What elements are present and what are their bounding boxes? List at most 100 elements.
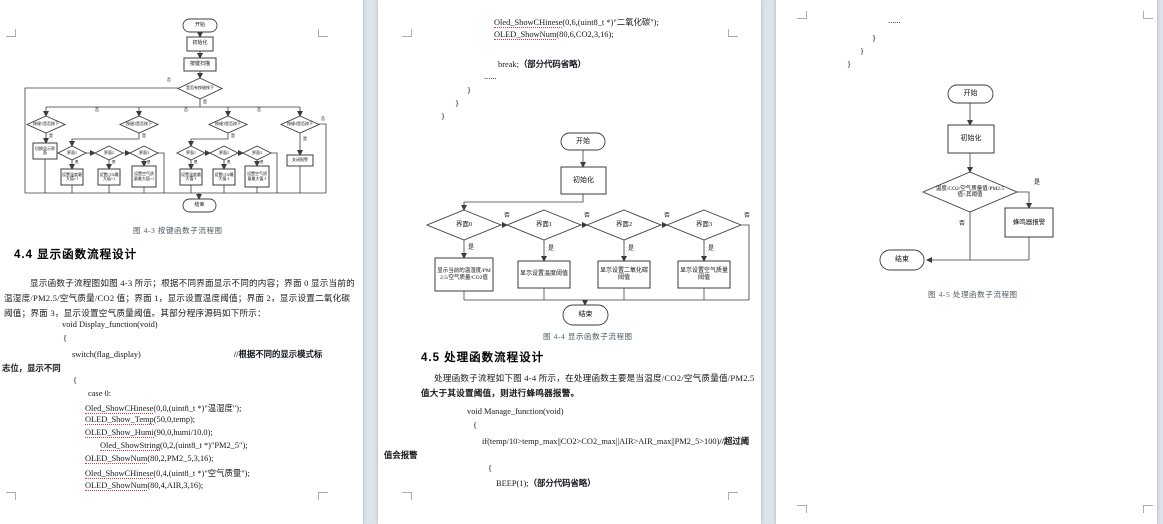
flow-branch-label: 否 (257, 107, 261, 112)
text-segment: 4.4 显示函数流程设计 (14, 249, 138, 261)
flow-edge (271, 152, 278, 193)
margin-corner-mark (1143, 11, 1153, 19)
flow-node-label-key2: 按键2是否按下 (126, 121, 152, 127)
flow-branch-label: 是 (231, 133, 235, 138)
code-line: if(temp/10>temp_max||CO2>CO2_max||AIR>AI… (482, 435, 749, 447)
text-segment: 处理函数子流程如下图 4-4 所示，在处理函数主要是当温度/CO2/空气质量值/… (434, 373, 755, 383)
flow-node-label-any-key: 是否有按键按下 (186, 85, 214, 91)
text-segment: (90,0,humi/10.0); (153, 428, 213, 437)
section-heading: 4.4 显示函数流程设计 (14, 246, 137, 262)
flow-branch-label: 否 (744, 213, 751, 219)
flow-edge (741, 224, 750, 300)
paragraph-line: 显示函数子流程图如图 4-3 所示；根据不同界面显示不同的内容；界面 0 显示当… (30, 277, 355, 289)
flow-node-label-co2-dec: 设置CO2最大值-1 (214, 171, 234, 181)
text-segment: break; (498, 60, 519, 69)
flow-branch-label: 是 (142, 133, 146, 138)
flow-branch-label: 是 (203, 99, 207, 104)
code-line: ...... (888, 16, 901, 25)
section-heading: 4.5 处理函数流程设计 (421, 349, 544, 365)
figure-caption: 图 4-3 按键函数子流程图 (133, 225, 223, 236)
text-segment: OLED_Show_Humi (85, 428, 154, 438)
text-segment: Oled_ShowString (100, 441, 161, 451)
flow-node-label-key4: 按键4是否按下 (287, 121, 313, 127)
code-line: } (860, 47, 864, 56)
margin-corner-mark (318, 492, 328, 500)
flow-node-label-co2-inc: 设置CO2最大值+1 (99, 171, 119, 181)
code-line: Oled_ShowCHinese(0,4,(uint8_t *)"空气质量"); (85, 467, 250, 479)
flow-node-label-ui0: 界面0 (455, 221, 473, 229)
flow-node-label-end: 结束 (194, 202, 205, 208)
text-segment: { (73, 376, 78, 385)
flow-node-label-key3: 按键3是否按下 (215, 121, 241, 127)
flowchart-page-3 (879, 84, 1054, 271)
flow-branch-label: 是 (75, 160, 79, 164)
flow-branch-label: 否 (584, 213, 591, 219)
code-line: Oled_ShowCHinese(0,0,(uint8_t *)"温湿度"); (85, 402, 241, 414)
flow-branch-label: 否 (504, 213, 511, 219)
text-segment: { (63, 334, 68, 343)
text-segment: if(temp/10>temp_max||CO2>CO2_max||AIR>AI… (482, 437, 720, 446)
flow-node-label-show-current: 显示当前的温湿度/PM2.5/空气质量/CO2值 (437, 268, 491, 281)
flow-node-label-ui3a: 界面3 (139, 149, 149, 155)
text-segment: ...... (888, 16, 901, 25)
text-segment: Oled_ShowCHinese (85, 404, 154, 414)
margin-corner-mark (728, 29, 738, 37)
margin-corner-mark (728, 492, 738, 500)
text-segment: BEEP(1); (496, 479, 529, 488)
flow-branch-label: 否 (184, 107, 188, 112)
code-line: switch(flag_display)//根据不同的显示模式标 (72, 348, 322, 360)
margin-corner-mark (318, 29, 328, 37)
flow-branch-label: 是 (468, 245, 475, 251)
flow-edge (319, 123, 327, 193)
paragraph-line: 值大于其设置阈值，则进行蜂鸣器报警。 (421, 387, 579, 399)
text-segment: 显示函数子流程图如图 4-3 所示；根据不同界面显示不同的内容；界面 0 显示当… (30, 278, 355, 288)
flow-node-label-init: 初始化 (192, 41, 208, 47)
flow-node-label-key1: 按键1是否按下 (33, 121, 59, 127)
text-segment: OLED_Show_Temp (85, 415, 154, 425)
flow-branch-label: 是 (112, 160, 116, 164)
text-segment: (0,0,(uint8_t *)"温湿度"); (153, 404, 242, 413)
text-segment: 图 4-4 显示函数子流程图 (543, 332, 633, 341)
text-segment: (0,4,(uint8_t *)"空气质量"); (153, 469, 250, 478)
flow-node-label-start: 开始 (963, 89, 978, 98)
text-segment: //根据不同的显示模式标 (233, 350, 323, 359)
code-line: case 0: (88, 389, 111, 398)
text-segment: (0,2,(uint8_t *)"PM2_5"); (160, 441, 248, 450)
flow-node-label-ui3b: 界面3 (252, 149, 262, 155)
flow-node-label-ui1: 界面1 (535, 221, 553, 229)
text-segment: （部分代码省略） (518, 60, 586, 69)
figure-caption: 图 4-4 显示函数子流程图 (543, 331, 633, 342)
code-line: BEEP(1);（部分代码省略） (496, 477, 596, 489)
text-segment: } (455, 99, 460, 108)
text-segment: ...... (484, 72, 497, 81)
margin-corner-mark (402, 29, 412, 37)
flow-node-label-start: 开始 (194, 22, 205, 28)
code-line: void Display_function(void) (62, 320, 158, 329)
margin-corner-mark (1143, 505, 1153, 513)
code-line: } (872, 34, 876, 43)
flow-branch-label: 是 (548, 246, 555, 252)
text-segment: OLED_ShowNum (85, 454, 148, 464)
text-segment: （部分代码省略） (528, 479, 596, 488)
flow-node-label-air-dec: 设置空气质量最大值-1 (247, 171, 267, 181)
code-line: { (473, 421, 477, 430)
code-line: Oled_ShowCHinese(0,6,(uint8_t *)"二氧化碳"); (494, 16, 659, 28)
text-segment: (50,0,temp); (153, 415, 196, 424)
flow-edge (1017, 191, 1032, 209)
text-segment: 志位，显示不同 (2, 364, 61, 373)
flow-node-label-buzzer-alarm: 蜂鸣器报警 (1012, 218, 1046, 226)
flow-branch-label: 否 (167, 77, 171, 82)
margin-corner-mark (797, 505, 807, 513)
page-1: 开始初始化按键扫描是否有按键按下按键1是否按下 按键2是否按下 按键3是否按下 按键4… (0, 0, 363, 524)
flow-node-label-ui2: 界面2 (615, 221, 633, 229)
page-3: 开始初始化温度/CO2/空气质量值/PM2.5值>其阈值蜂鸣器报警结束是否...… (776, 0, 1157, 524)
flow-node-label-scan: 按键扫描 (189, 61, 210, 67)
flow-branch-label: 否 (321, 116, 325, 121)
text-segment: Oled_ShowCHinese (85, 469, 154, 479)
code-line: { (488, 464, 492, 473)
code-line: OLED_Show_Humi(90,0,humi/10.0); (85, 428, 213, 438)
paragraph-line: 处理函数子流程如下图 4-4 所示，在处理函数主要是当温度/CO2/空气质量值/… (434, 372, 755, 384)
flow-branch-label: 是 (147, 160, 151, 164)
flow-node-label-air-inc: 设置空气质量最大值+1 (133, 171, 155, 181)
text-segment: 值会报警 (384, 451, 418, 460)
